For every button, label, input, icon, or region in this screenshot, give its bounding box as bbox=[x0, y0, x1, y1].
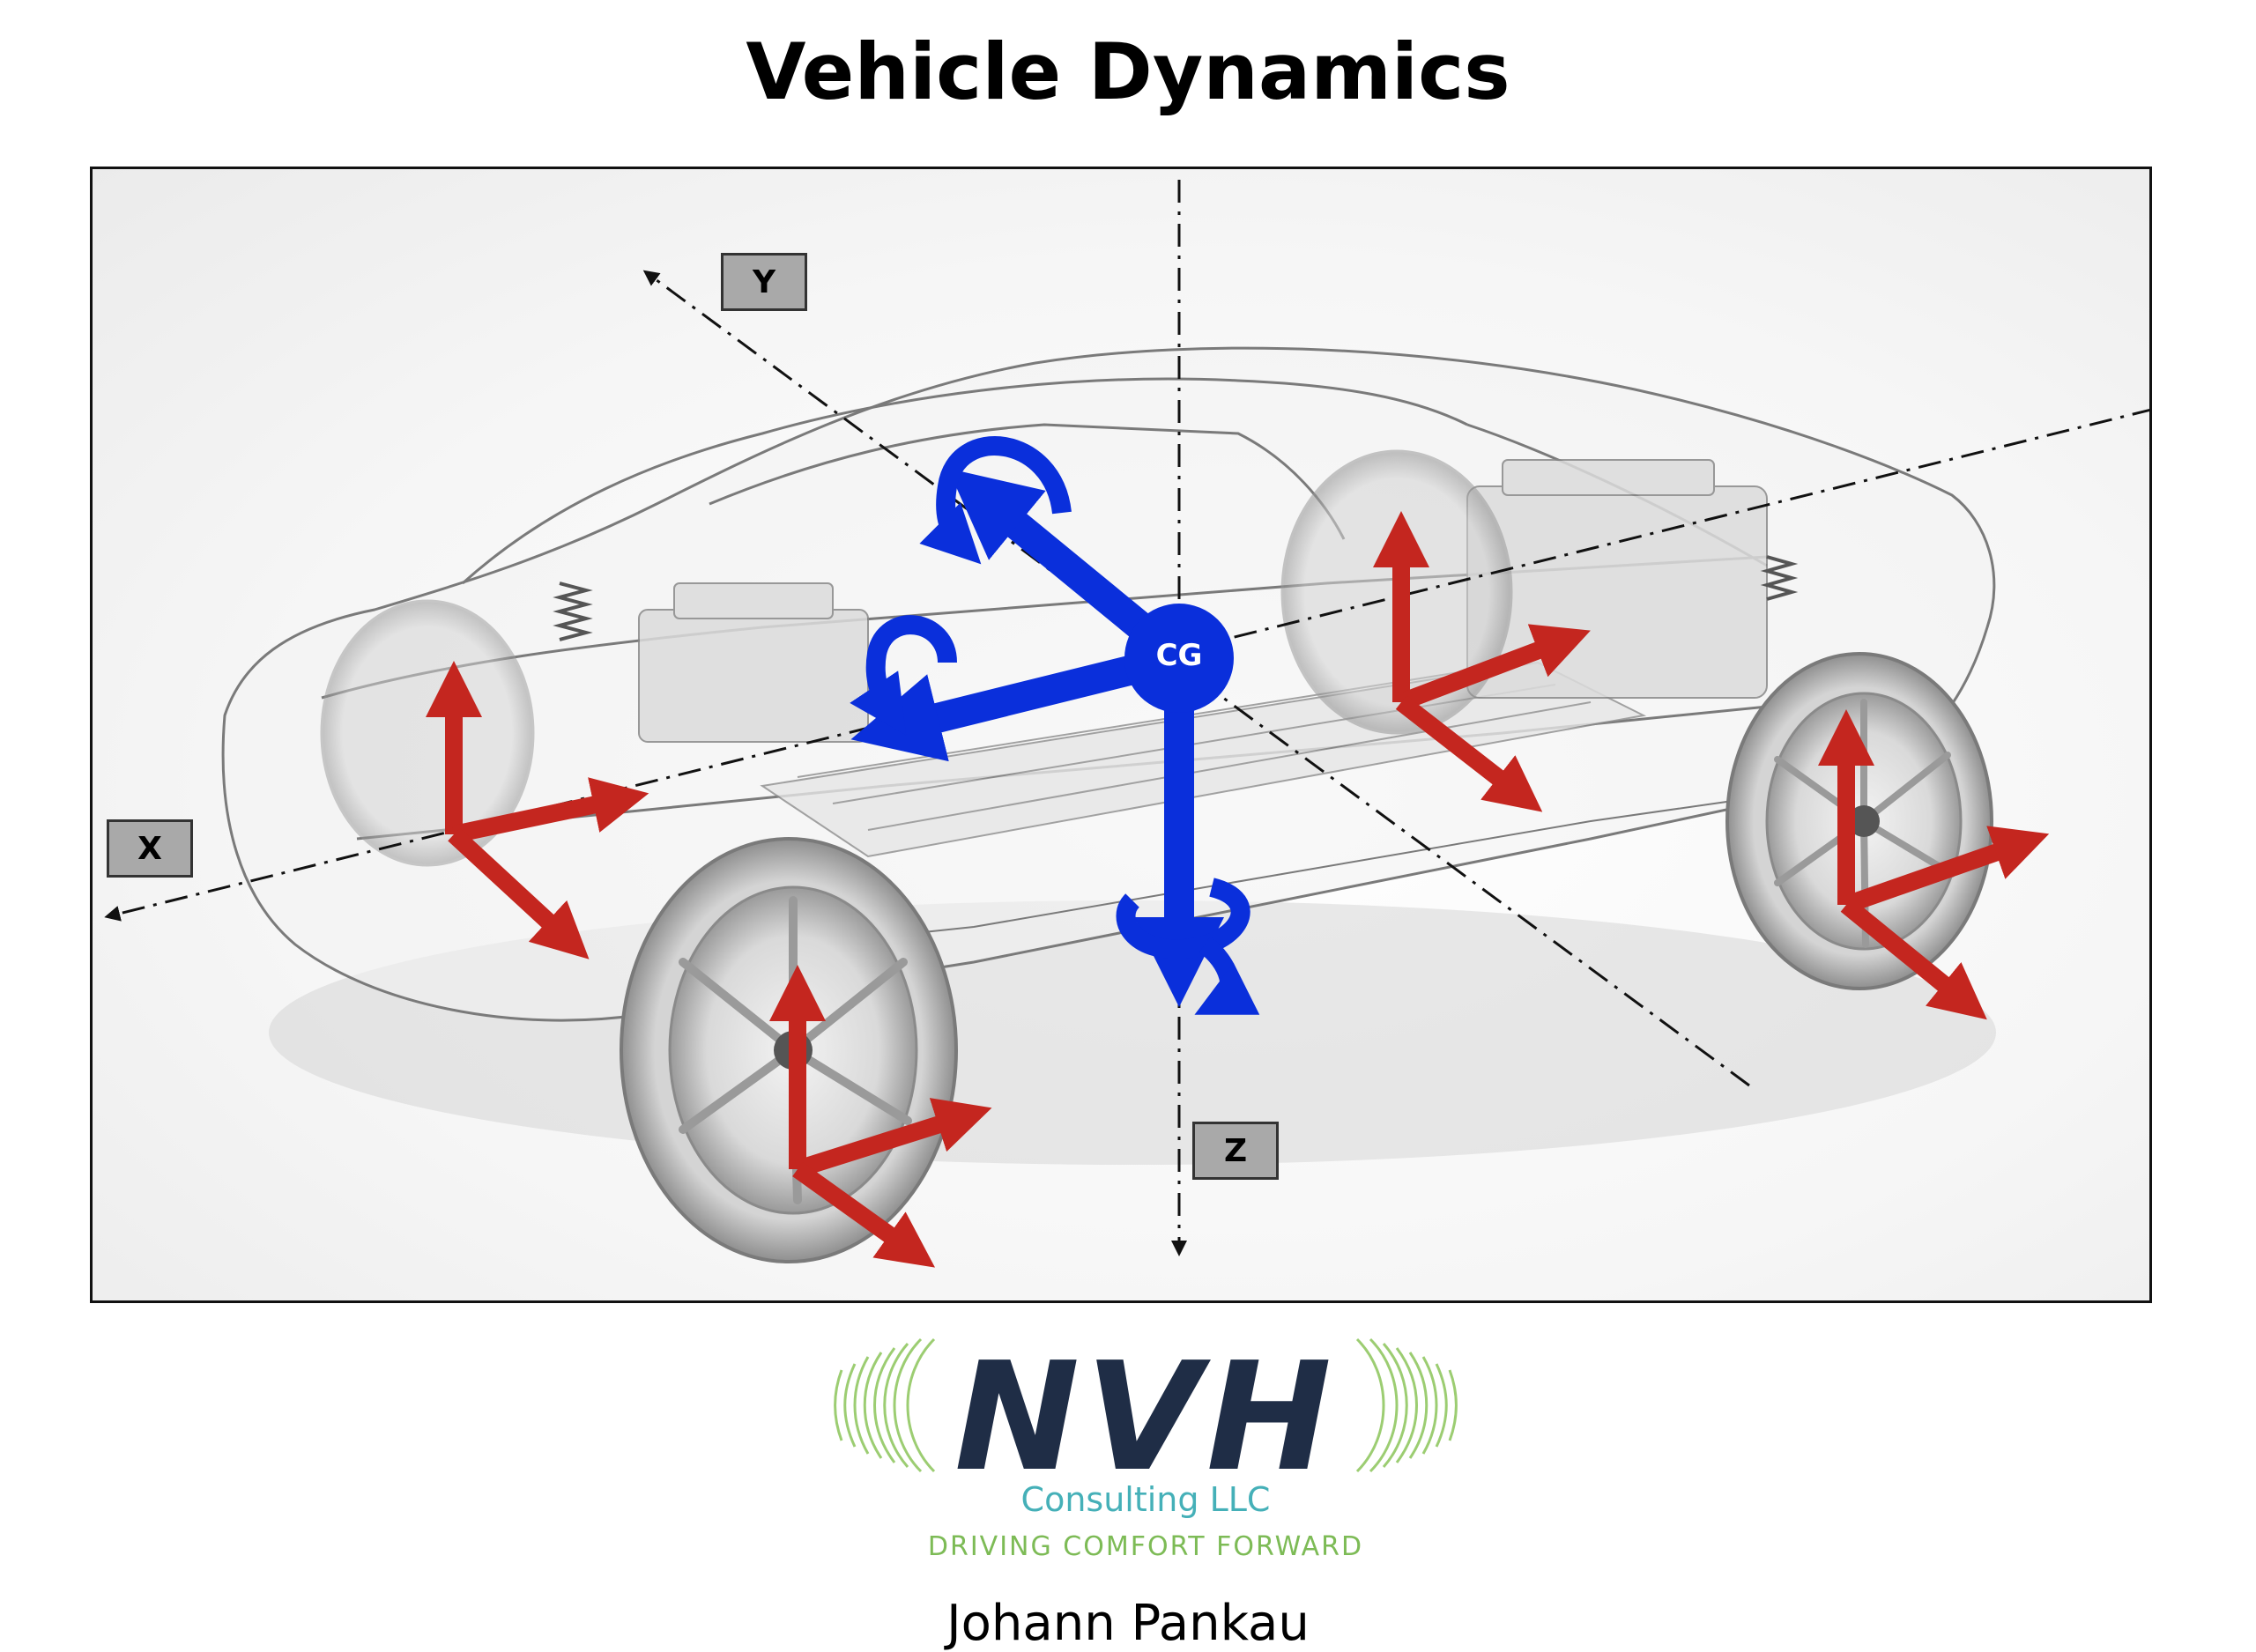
wheel-arrows-rear-right bbox=[1817, 708, 2050, 1020]
vehicle-diagram: CG Y X Z bbox=[90, 167, 2152, 1303]
logo-subtitle: Consulting LLC bbox=[1020, 1480, 1271, 1519]
wheel-force-arrows bbox=[425, 510, 2050, 1268]
author-name: Johann Pankau bbox=[946, 1595, 1310, 1652]
page-title: Vehicle Dynamics bbox=[746, 26, 1510, 117]
cg-arrows bbox=[850, 436, 1260, 1015]
front-motor bbox=[638, 582, 869, 743]
sound-waves-right-icon bbox=[1355, 1337, 1458, 1473]
sound-waves-left-icon bbox=[834, 1337, 936, 1473]
axis-label-x: X bbox=[107, 819, 193, 878]
pitch-rotation-arrow bbox=[919, 436, 1072, 565]
roll-rotation-arrow bbox=[850, 615, 957, 736]
logo-tagline: DRIVING COMFORT FORWARD bbox=[927, 1531, 1364, 1562]
suspension-springs bbox=[553, 555, 1799, 641]
cg-marker bbox=[1124, 604, 1234, 713]
logo-name: NVH bbox=[954, 1330, 1338, 1505]
wheel-arrows-rear-left bbox=[1372, 510, 1591, 812]
axis-label-z: Z bbox=[1192, 1122, 1279, 1180]
cg-label: CG bbox=[1155, 638, 1203, 673]
vehicle-illustration bbox=[104, 180, 2149, 1268]
wheel-rear-near bbox=[1725, 652, 1993, 990]
wheel-arrows-front-right bbox=[768, 964, 992, 1268]
yaw-rotation-arrow bbox=[1116, 878, 1250, 959]
axis-label-y: Y bbox=[721, 253, 807, 311]
wheel-arrows-front-left bbox=[425, 660, 649, 959]
nvh-logo: NVH Consulting LLC DRIVING COMFORT FORWA… bbox=[820, 1330, 1472, 1562]
